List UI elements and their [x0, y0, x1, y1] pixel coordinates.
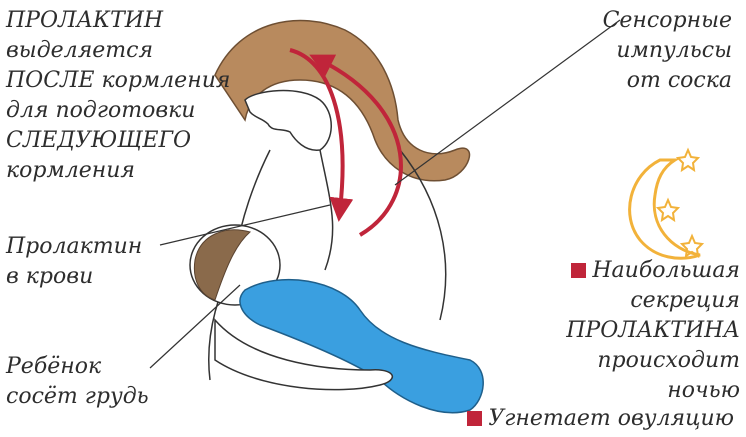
bullet-icon	[571, 263, 586, 278]
label-night-secretion: Наибольшая секреция ПРОЛАКТИНА происходи…	[566, 256, 740, 406]
baby-clothes	[240, 280, 483, 413]
label-line: импульсы	[603, 36, 732, 66]
mother-face	[245, 91, 331, 151]
label-line: кормления	[6, 156, 230, 186]
label-line: Пролактин	[6, 232, 142, 262]
label-line: ночью	[566, 376, 740, 406]
label-line: выделяется	[6, 36, 230, 66]
label-line: от соска	[603, 66, 732, 96]
label-line: Угнетает овуляцию	[488, 406, 734, 431]
label-line: СЛЕДУЮЩЕГО	[6, 126, 230, 156]
label-prolactin-in-blood: Пролактин в крови	[6, 232, 142, 292]
label-sensory-impulses: Сенсорные импульсы от соска	[603, 6, 732, 96]
moon-stars-icon	[630, 150, 702, 258]
leader-line-sensory	[395, 20, 620, 185]
label-line: в крови	[6, 262, 142, 292]
label-line: ПОСЛЕ кормления	[6, 66, 230, 96]
label-line: Наибольшая	[592, 258, 740, 283]
label-ovulation: Угнетает овуляцию	[467, 404, 734, 434]
bullet-icon	[467, 411, 482, 426]
label-line: Сенсорные	[603, 6, 732, 36]
label-prolactin-after-feeding: ПРОЛАКТИН выделяется ПОСЛЕ кормления для…	[6, 6, 230, 186]
label-line: Ребёнок	[6, 352, 149, 382]
label-line: происходит	[566, 346, 740, 376]
label-line: ПРОЛАКТИНА	[566, 316, 740, 346]
label-line: ПРОЛАКТИН	[6, 6, 230, 36]
label-line: секреция	[566, 286, 740, 316]
label-line: для подготовки	[6, 96, 230, 126]
label-line: сосёт грудь	[6, 382, 149, 412]
label-baby-suckling: Ребёнок сосёт грудь	[6, 352, 149, 412]
